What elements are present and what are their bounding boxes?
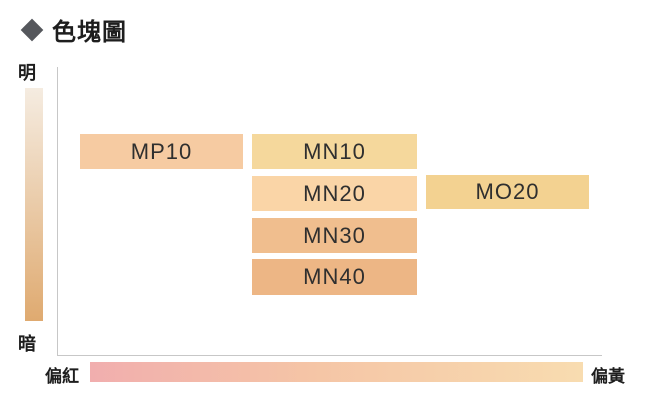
- x-axis-line: [57, 355, 602, 356]
- shade-block-label: MN40: [303, 264, 366, 289]
- shade-block-label: MO20: [475, 179, 540, 204]
- shade-block-mn30: MN30: [252, 218, 417, 253]
- y-axis-line: [57, 67, 58, 355]
- x-axis-left-label: 偏紅: [45, 367, 79, 387]
- shade-block-mo20: MO20: [426, 175, 589, 209]
- shade-block-mp10: MP10: [80, 134, 243, 169]
- shade-block-label: MN20: [303, 180, 366, 206]
- y-axis-bottom-label: 暗: [18, 334, 36, 355]
- chart-title-row: 色塊圖: [20, 12, 127, 47]
- shade-block-mn10: MN10: [252, 134, 417, 169]
- shade-block-label: MN10: [303, 138, 366, 164]
- shade-block-label: MN30: [303, 222, 366, 248]
- y-axis-top-label: 明: [18, 63, 36, 84]
- y-gradient-bar: [25, 88, 43, 321]
- x-axis-right-label: 偏黃: [591, 367, 625, 387]
- shade-block-mn20: MN20: [252, 176, 417, 211]
- diamond-bullet-icon: [20, 18, 44, 41]
- page-title: 色塊圖: [52, 18, 127, 46]
- x-gradient-bar: [90, 362, 583, 382]
- shade-block-mn40: MN40: [252, 259, 417, 295]
- shade-block-label: MP10: [130, 138, 193, 164]
